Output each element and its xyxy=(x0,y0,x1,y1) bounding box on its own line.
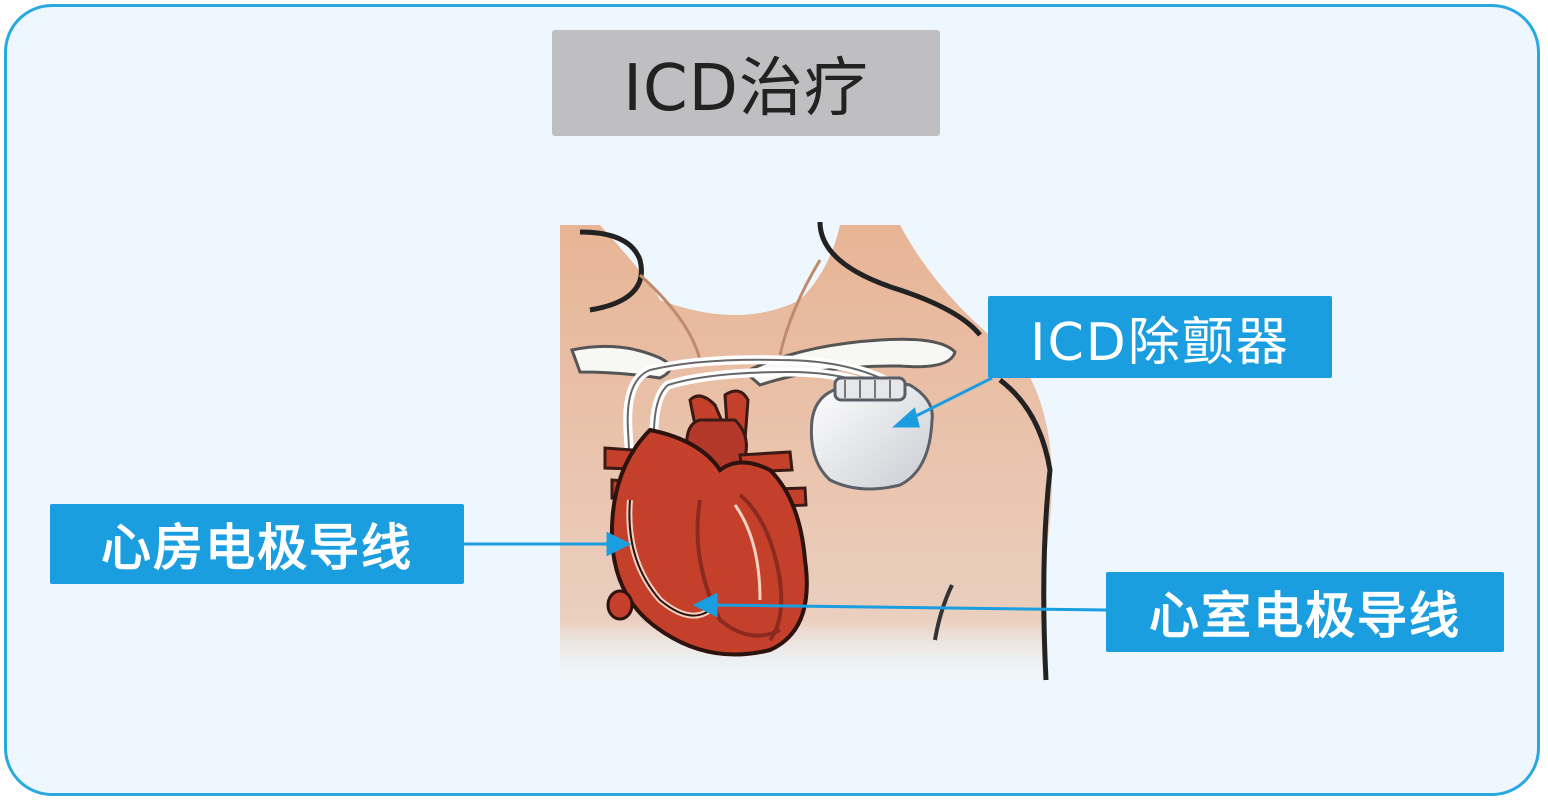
atrial-lead-label: 心房电极导线 xyxy=(50,504,464,584)
icd-device xyxy=(809,376,934,491)
diagram-title: ICD治疗 xyxy=(552,30,940,136)
pointer-arrows xyxy=(464,376,1107,618)
ventricular-lead-label: 心室电极导线 xyxy=(1106,572,1504,652)
icd-device-label: ICD除颤器 xyxy=(988,296,1332,378)
